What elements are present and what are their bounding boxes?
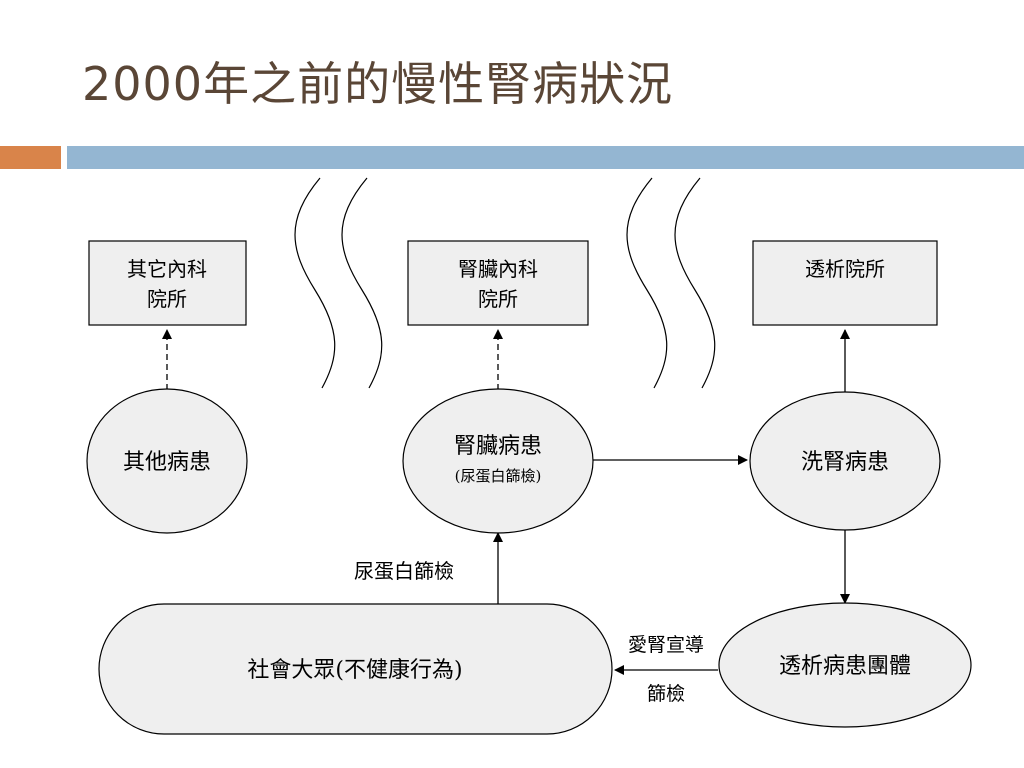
box-other-clinic-line2: 院所 — [147, 287, 187, 311]
box-dialysis-clinic: 透析院所 — [752, 240, 938, 326]
box-other-clinic-line1: 其它內科 — [127, 257, 207, 281]
node-public: 社會大眾(不健康行為) — [98, 603, 613, 735]
box-other-clinic: 其它內科 院所 — [88, 240, 247, 326]
box-dialysis-clinic-label: 透析院所 — [805, 257, 885, 281]
node-public-label: 社會大眾(不健康行為) — [247, 658, 462, 683]
box-nephro-clinic-line1: 腎臟內科 — [458, 257, 538, 281]
slide-title: 2000年之前的慢性腎病狀況 — [82, 57, 674, 111]
node-patient-groups: 透析病患團體 — [718, 602, 972, 728]
box-nephro-clinic: 腎臟內科 院所 — [407, 240, 589, 326]
edge-label-kidney-promo: 愛腎宣導 — [628, 634, 704, 656]
node-kidney-patients-sub: (尿蛋白篩檢) — [455, 467, 542, 485]
node-kidney-patients-label: 腎臟病患 — [454, 434, 542, 459]
edge-label-urine-screening: 尿蛋白篩檢 — [354, 559, 454, 583]
node-patient-groups-label: 透析病患團體 — [779, 654, 911, 679]
edge-label-screening: 篩檢 — [647, 683, 685, 705]
header-accent-orange — [0, 146, 61, 169]
box-nephro-clinic-line2: 院所 — [478, 287, 518, 311]
node-dialysis-patients: 洗腎病患 — [749, 391, 941, 531]
wave-separator-right — [626, 177, 716, 389]
node-kidney-patients: 腎臟病患 (尿蛋白篩檢) — [402, 388, 594, 534]
header-accent-blue — [67, 146, 1024, 169]
node-other-patients-label: 其他病患 — [123, 450, 211, 475]
node-other-patients: 其他病患 — [86, 388, 248, 534]
node-dialysis-patients-label: 洗腎病患 — [801, 450, 889, 475]
wave-separator-left — [294, 177, 383, 389]
